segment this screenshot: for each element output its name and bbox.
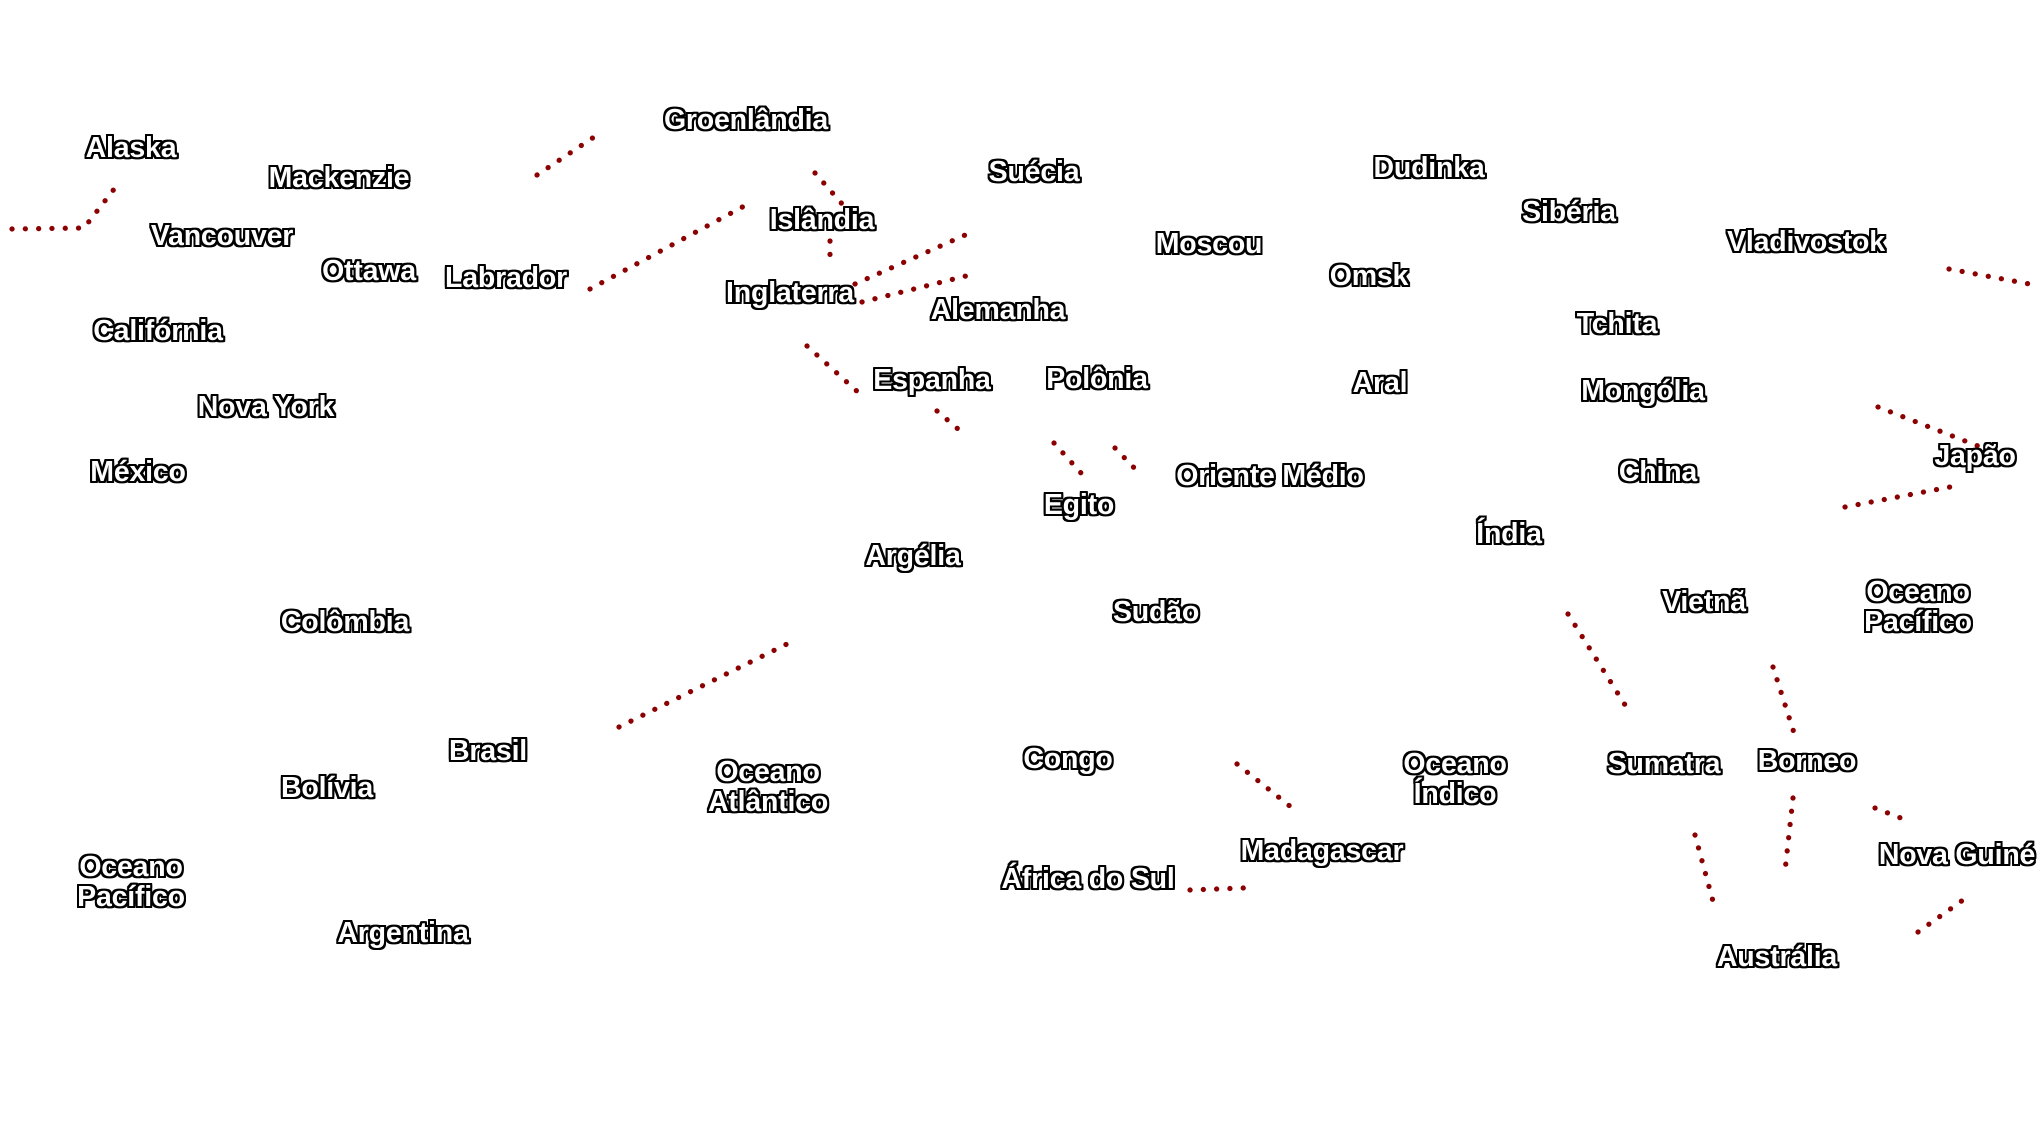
territory-bolivia[interactable]: Bolívia	[280, 772, 374, 804]
territory-dudinka[interactable]: Dudinka	[1373, 152, 1485, 184]
territory-espanha[interactable]: Espanha	[873, 364, 991, 396]
territory-polonia[interactable]: Polônia	[1046, 363, 1148, 395]
territory-mongolia[interactable]: Mongólia	[1581, 375, 1705, 407]
territory-siberia[interactable]: Sibéria	[1522, 196, 1616, 228]
territory-omsk[interactable]: Omsk	[1329, 260, 1409, 292]
oceano-atlantico-line2: Atlântico	[707, 786, 829, 818]
territory-oceano-pacifico-oeste[interactable]: Oceano Pacífico	[77, 852, 185, 912]
territory-california[interactable]: Califórnia	[93, 315, 223, 347]
territory-australia[interactable]: Austrália	[1716, 941, 1838, 973]
territory-labrador[interactable]: Labrador	[445, 262, 567, 294]
link-africa-do-sul-madagascar	[1187, 885, 1247, 893]
territory-china[interactable]: China	[1618, 456, 1698, 488]
territory-oceano-indico[interactable]: Oceano Índico	[1403, 748, 1507, 810]
territory-ottawa[interactable]: Ottawa	[322, 255, 416, 287]
territory-vancouver[interactable]: Vancouver	[150, 220, 294, 252]
territory-africa-do-sul[interactable]: África do Sul	[1001, 863, 1175, 895]
territory-sumatra[interactable]: Sumatra	[1607, 748, 1721, 780]
link-nova-guine-australia	[1915, 897, 1966, 935]
territory-oceano-pacifico-leste[interactable]: Oceano Pacífico	[1864, 577, 1972, 637]
territory-sudao[interactable]: Sudão	[1112, 596, 1200, 628]
link-polonia-egito	[1051, 440, 1084, 476]
territory-oceano-atlantico[interactable]: Oceano Atlântico	[708, 757, 828, 817]
oceano-indico-line2: Índico	[1413, 778, 1497, 810]
link-borneo-australia	[1782, 795, 1796, 874]
territory-islandia[interactable]: Islândia	[769, 204, 875, 236]
territory-alemanha[interactable]: Alemanha	[930, 294, 1066, 326]
link-india-sumatra	[1565, 611, 1630, 711]
oceano-pacifico-leste-line2: Pacífico	[1864, 606, 1972, 638]
oceano-pacifico-oeste-line2: Pacífico	[77, 881, 185, 913]
link-alaska-west-edge	[9, 181, 121, 232]
territory-congo[interactable]: Congo	[1023, 743, 1113, 775]
territory-argelia[interactable]: Argélia	[865, 540, 961, 572]
territory-colombia[interactable]: Colômbia	[280, 606, 410, 638]
oceano-atlantico-line1: Oceano	[716, 756, 820, 788]
territory-india[interactable]: Índia	[1476, 518, 1542, 550]
territory-nova-york[interactable]: Nova York	[197, 391, 335, 423]
link-china-japao	[1842, 484, 1953, 510]
oceano-indico-line1: Oceano	[1403, 748, 1507, 780]
territory-vietna[interactable]: Vietnã	[1662, 586, 1746, 618]
link-inglaterra-suecia	[852, 229, 975, 287]
link-vietna-borneo	[1770, 664, 1798, 739]
link-inglaterra-espanha	[804, 343, 863, 397]
territory-madagascar[interactable]: Madagascar	[1240, 835, 1404, 867]
territory-oriente-medio[interactable]: Oriente Médio	[1176, 460, 1364, 492]
territory-mexico[interactable]: México	[90, 456, 186, 488]
link-sumatra-australia	[1692, 832, 1717, 908]
link-espanha-argelia	[934, 408, 968, 438]
link-congo-madagascar	[1234, 761, 1299, 814]
territory-japao[interactable]: Japão	[1934, 440, 2016, 472]
link-groenlandia-islandia	[812, 170, 846, 208]
territory-vladivostok[interactable]: Vladivostok	[1727, 226, 1885, 258]
territory-argentina[interactable]: Argentina	[337, 917, 469, 949]
territory-suecia[interactable]: Suécia	[988, 156, 1080, 188]
link-vladivostok-east-edge	[1946, 266, 2038, 288]
territory-mackenzie[interactable]: Mackenzie	[268, 162, 410, 194]
oceano-pacifico-oeste-line1: Oceano	[79, 851, 183, 883]
link-brasil-argelia	[616, 638, 796, 730]
oceano-pacifico-leste-line1: Oceano	[1866, 576, 1970, 608]
territory-groenlandia[interactable]: Groenlândia	[663, 104, 829, 136]
territory-aral[interactable]: Aral	[1352, 367, 1408, 399]
link-labrador-islandia	[587, 201, 751, 292]
territory-tchita[interactable]: Tchita	[1576, 308, 1658, 340]
territory-brasil[interactable]: Brasil	[448, 735, 528, 767]
territory-alaska[interactable]: Alaska	[85, 132, 177, 164]
link-polonia-oriente-medio	[1112, 445, 1145, 479]
territory-borneo[interactable]: Borneo	[1757, 745, 1857, 777]
territory-inglaterra[interactable]: Inglaterra	[726, 277, 854, 309]
territory-moscou[interactable]: Moscou	[1155, 228, 1263, 260]
link-mackenzie-groenlandia	[534, 130, 603, 178]
link-borneo-nova-guine	[1872, 805, 1914, 825]
territory-nova-guine[interactable]: Nova Guiné	[1878, 839, 2036, 871]
territory-egito[interactable]: Egito	[1043, 489, 1115, 521]
